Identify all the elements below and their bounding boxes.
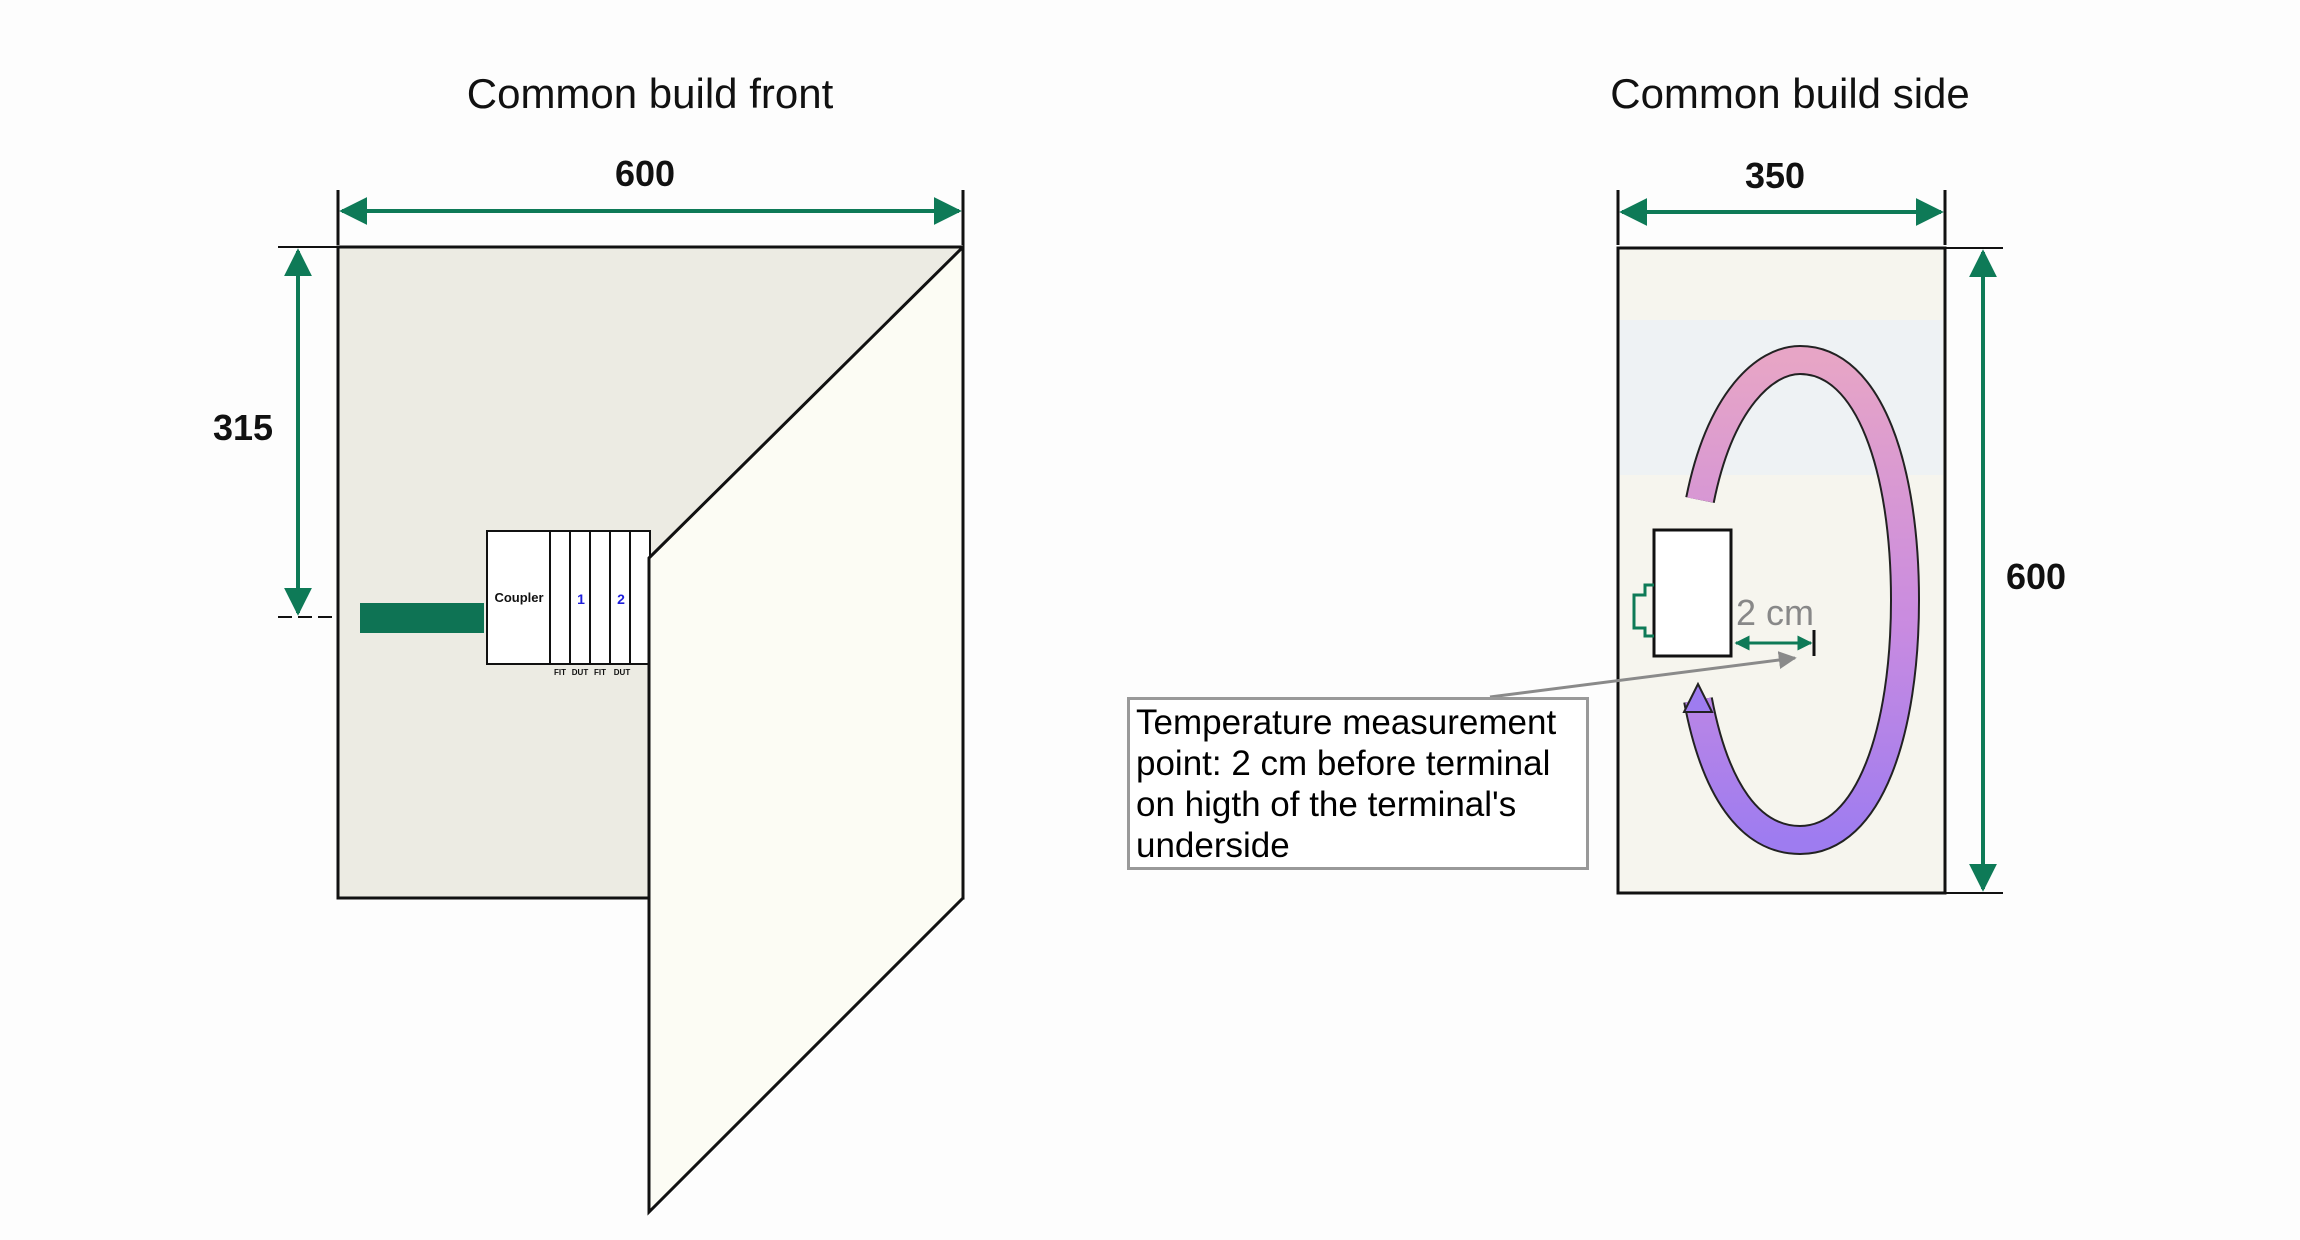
front-width-label: 600: [615, 153, 675, 194]
front-title: Common build front: [467, 70, 834, 117]
front-width-dimension: 600: [336, 153, 965, 245]
airflow-arrow: [1682, 344, 1921, 856]
distance-dimension: 2 cm: [1734, 592, 1816, 656]
terminal-slot: [629, 530, 651, 665]
front-height-dimension: 315: [213, 246, 338, 618]
side-terminal: [1632, 528, 1733, 658]
side-width-label: 350: [1745, 155, 1805, 196]
slot-type-label: DUT: [614, 668, 631, 677]
terminal-slot: [549, 530, 571, 665]
slot-type-label: FIT: [594, 668, 606, 677]
open-door: [647, 243, 965, 1216]
terminal-block: Coupler 1 2 FIT DUT FIT DUT: [486, 530, 651, 677]
slot-type-label: FIT: [554, 668, 566, 677]
distance-label: 2 cm: [1736, 592, 1814, 633]
din-rail: [360, 603, 484, 633]
slot-number: 2: [617, 591, 625, 607]
coupler-label: Coupler: [494, 590, 543, 605]
slot-type-label: DUT: [572, 668, 589, 677]
front-height-label: 315: [213, 407, 273, 448]
measurement-leader: [1489, 651, 1797, 699]
slot-number: 1: [577, 591, 585, 607]
side-width-dimension: 350: [1616, 155, 1947, 245]
side-title: Common build side: [1610, 70, 1970, 117]
side-height-label: 600: [2006, 556, 2066, 597]
measurement-note: Temperature measurement point: 2 cm befo…: [1127, 697, 1589, 870]
side-height-dimension: 600: [1945, 247, 2066, 894]
terminal-slot: [589, 530, 611, 665]
